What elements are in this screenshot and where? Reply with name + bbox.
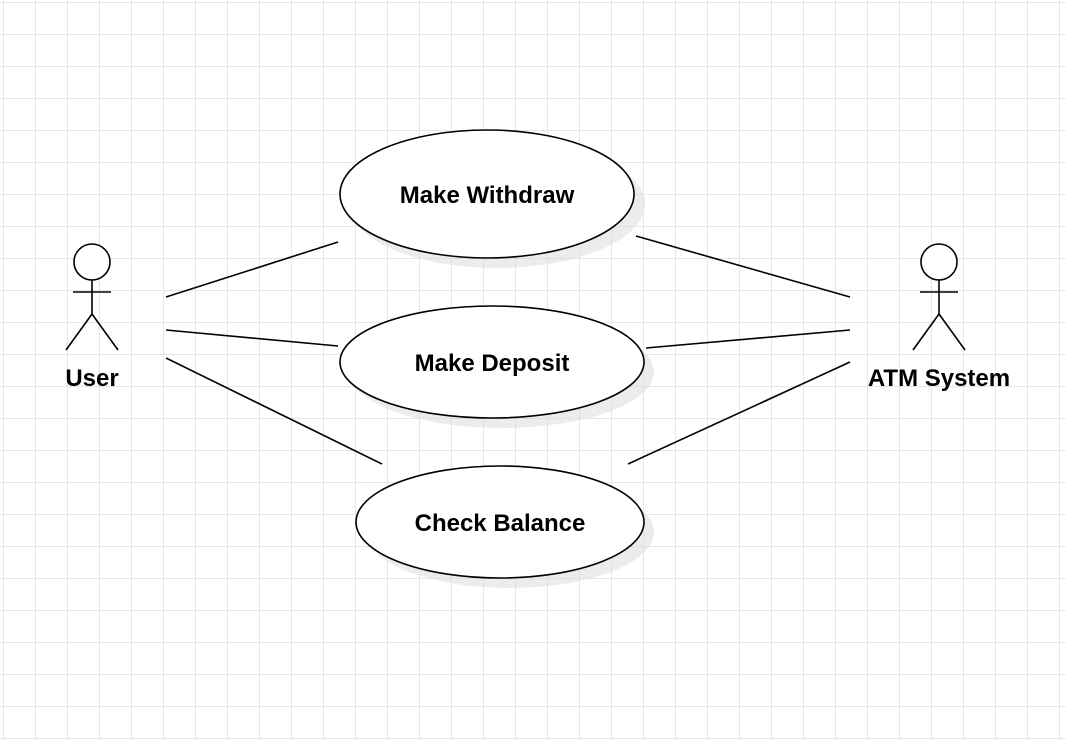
- association-user-balance[interactable]: [165, 357, 383, 465]
- usecase-label: Make Deposit: [415, 350, 570, 377]
- stick-figure-icon: [65, 243, 119, 351]
- usecase-make-deposit[interactable]: Make Deposit: [339, 305, 654, 428]
- actor-atm-system[interactable]: ATM System: [868, 243, 1010, 392]
- usecase-check-balance[interactable]: Check Balance: [355, 465, 654, 588]
- stick-figure-icon: [912, 243, 966, 351]
- association-user-withdraw[interactable]: [165, 241, 339, 298]
- usecase-label: Check Balance: [415, 510, 586, 537]
- association-atm-deposit[interactable]: [645, 329, 851, 349]
- usecase-ellipse: [355, 465, 645, 579]
- actor-label: User: [65, 365, 118, 392]
- usecase-label: Make Withdraw: [400, 182, 575, 209]
- actor-label: ATM System: [868, 365, 1010, 392]
- association-user-deposit[interactable]: [165, 329, 339, 347]
- usecase-ellipse: [339, 305, 645, 419]
- association-atm-withdraw[interactable]: [635, 235, 851, 298]
- usecase-make-withdraw[interactable]: Make Withdraw: [339, 129, 645, 268]
- usecase-ellipse: [339, 129, 635, 259]
- actor-user[interactable]: User: [65, 243, 119, 392]
- association-atm-balance[interactable]: [627, 361, 851, 465]
